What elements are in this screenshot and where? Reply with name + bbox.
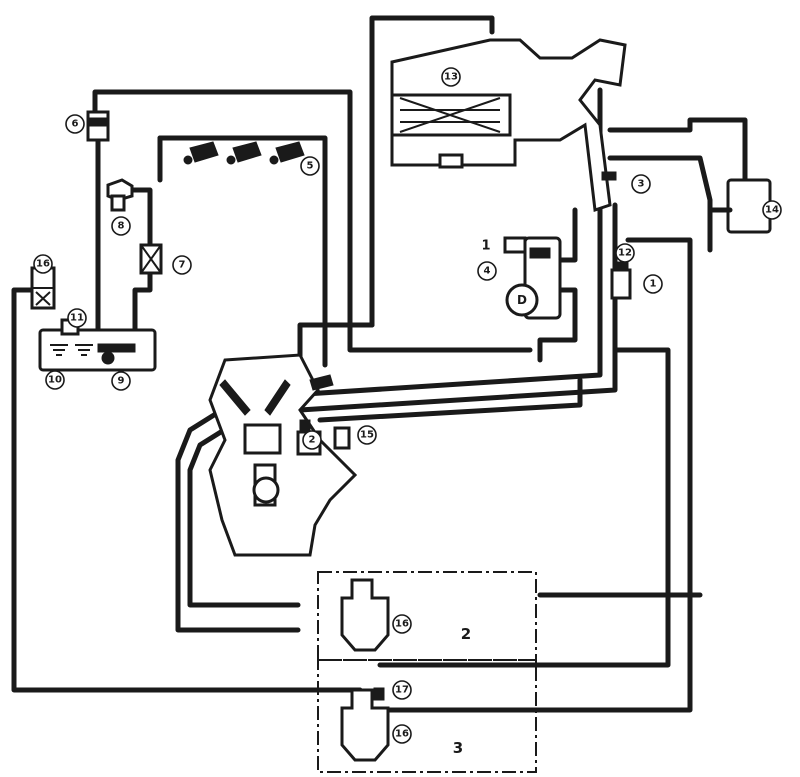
callout-number: 10 <box>48 375 62 386</box>
callout-11: 11 <box>67 308 87 328</box>
callout-number: 16 <box>395 619 409 630</box>
callout-number: 12 <box>618 248 632 259</box>
callout-circle <box>300 156 320 176</box>
callout-number: 9 <box>118 376 125 387</box>
injector-2 <box>226 141 262 165</box>
callout-circle <box>762 200 782 220</box>
callout-circle <box>302 430 322 450</box>
callout-circle <box>643 274 663 294</box>
callout-8: 8 <box>111 216 131 236</box>
charcoal-canister <box>390 38 627 213</box>
check-valve-3 <box>601 171 617 181</box>
pressure-regulator <box>86 110 110 142</box>
callout-number: 13 <box>444 72 458 83</box>
callout-10: 10 <box>45 370 65 390</box>
callout-circle <box>392 724 412 744</box>
callout-4: 4 <box>477 261 497 281</box>
label-area-3: 3 <box>453 739 463 757</box>
callout-9: 9 <box>111 371 131 391</box>
callout-14: 14 <box>762 200 782 220</box>
pulsation-damper <box>106 178 134 212</box>
callout-circle <box>631 174 651 194</box>
callout-number: 4 <box>484 266 491 277</box>
label-d: D <box>517 293 527 307</box>
callout-circle <box>33 254 53 274</box>
callout-circle <box>111 371 131 391</box>
reservoir-lower <box>340 687 390 762</box>
reservoir-upper <box>340 578 390 652</box>
injector-3 <box>269 141 305 165</box>
callout-circle <box>615 243 635 263</box>
callout-2: 2 <box>302 430 322 450</box>
area-boxes <box>317 571 537 773</box>
callout-number: 1 <box>650 279 657 290</box>
callout-7: 7 <box>172 255 192 275</box>
plain-labels: 1 D 2 3 <box>453 239 527 758</box>
callout-circle <box>392 680 412 700</box>
callout-number: 7 <box>179 260 186 271</box>
fuel-injectors <box>183 141 305 165</box>
vent-valve <box>30 266 56 310</box>
callout-12: 12 <box>615 243 635 263</box>
callout-3: 3 <box>631 174 651 194</box>
callout-number: 17 <box>395 685 409 696</box>
control-module <box>505 236 562 320</box>
label-area-2: 2 <box>461 625 471 643</box>
callout-circle <box>111 216 131 236</box>
callout-number: 15 <box>360 430 374 441</box>
callout-16: 16 <box>392 724 412 744</box>
label-sensor-1: 1 <box>481 239 490 254</box>
callout-16: 16 <box>33 254 53 274</box>
callout-circle <box>441 67 461 87</box>
sensor-connector <box>503 236 527 254</box>
callout-number: 14 <box>765 205 779 216</box>
callout-number: 11 <box>70 313 84 324</box>
fuel-filter <box>139 243 163 275</box>
engine-block <box>208 353 358 557</box>
callout-5: 5 <box>300 156 320 176</box>
purge-solenoid <box>610 261 632 300</box>
callout-circle <box>45 370 65 390</box>
callout-circle <box>477 261 497 281</box>
callout-circle <box>172 255 192 275</box>
callout-circle <box>357 425 377 445</box>
callout-circle <box>67 308 87 328</box>
bypass-valve <box>333 426 351 450</box>
callout-16: 16 <box>392 614 412 634</box>
callout-17: 17 <box>392 680 412 700</box>
callout-number: 2 <box>309 435 316 446</box>
callout-13: 13 <box>441 67 461 87</box>
callout-1: 1 <box>643 274 663 294</box>
callout-circle <box>392 614 412 634</box>
callout-number: 3 <box>638 179 645 190</box>
callout-number: 6 <box>72 119 79 130</box>
callout-number: 5 <box>307 161 314 172</box>
callout-circle <box>65 114 85 134</box>
callout-number: 8 <box>118 221 125 232</box>
callout-6: 6 <box>65 114 85 134</box>
injector-1 <box>183 141 219 165</box>
vacuum-tank-14 <box>707 178 772 234</box>
callout-15: 15 <box>357 425 377 445</box>
callout-number: 16 <box>395 729 409 740</box>
callout-number: 16 <box>36 259 50 270</box>
